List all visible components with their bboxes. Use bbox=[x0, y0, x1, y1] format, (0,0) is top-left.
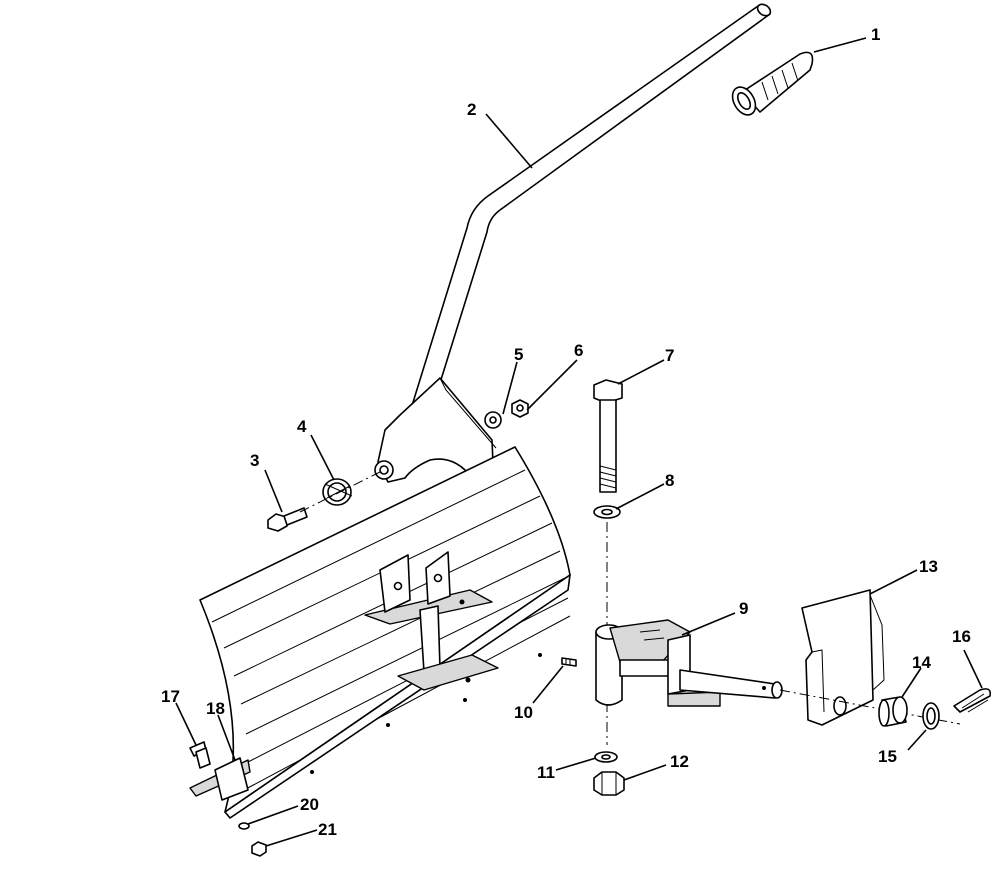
washer-11 bbox=[594, 751, 618, 763]
callout-15: 15 bbox=[878, 747, 897, 766]
hex-bolt-3 bbox=[267, 507, 308, 532]
callout-12: 12 bbox=[670, 752, 689, 771]
bushing-14 bbox=[878, 696, 908, 727]
callout-21: 21 bbox=[318, 820, 337, 839]
callout-16: 16 bbox=[952, 627, 971, 646]
callout-13: 13 bbox=[919, 557, 938, 576]
hair-pin-16 bbox=[953, 688, 992, 713]
callout-11: 11 bbox=[537, 763, 555, 782]
washer-8 bbox=[593, 505, 621, 519]
callout-18: 18 bbox=[206, 699, 225, 718]
washer-20 bbox=[238, 822, 250, 830]
spring-clamp-4 bbox=[322, 478, 353, 506]
callout-1: 1 bbox=[871, 25, 880, 44]
carriage-bolt-17 bbox=[189, 741, 211, 769]
callout-7: 7 bbox=[665, 346, 674, 365]
grease-fitting-10 bbox=[561, 657, 577, 667]
callout-5: 5 bbox=[514, 345, 523, 364]
washer-5 bbox=[484, 411, 502, 429]
callout-9: 9 bbox=[739, 599, 748, 618]
callout-8: 8 bbox=[665, 471, 674, 490]
pivot-bracket-9 bbox=[595, 619, 783, 707]
callout-labels: 1 2 3 4 5 6 7 8 9 10 11 12 13 14 15 16 1… bbox=[161, 25, 971, 839]
plow-blade bbox=[189, 446, 571, 819]
callout-4: 4 bbox=[297, 417, 307, 436]
mount-plate-13 bbox=[801, 589, 885, 726]
washer-15 bbox=[922, 702, 940, 730]
callout-17: 17 bbox=[161, 687, 180, 706]
nut-21 bbox=[251, 841, 267, 857]
nut-12 bbox=[593, 771, 625, 796]
handle-grip bbox=[731, 51, 814, 116]
callout-6: 6 bbox=[574, 341, 583, 360]
callout-2: 2 bbox=[467, 100, 476, 119]
callout-20: 20 bbox=[300, 795, 319, 814]
callout-10: 10 bbox=[514, 703, 533, 722]
lift-handle bbox=[374, 3, 772, 511]
nut-6 bbox=[511, 399, 529, 418]
callout-14: 14 bbox=[912, 653, 931, 672]
pivot-bolt-7 bbox=[593, 379, 623, 493]
leader-lines bbox=[175, 37, 983, 847]
bolt-axis-line bbox=[299, 471, 381, 513]
callout-3: 3 bbox=[250, 451, 259, 470]
